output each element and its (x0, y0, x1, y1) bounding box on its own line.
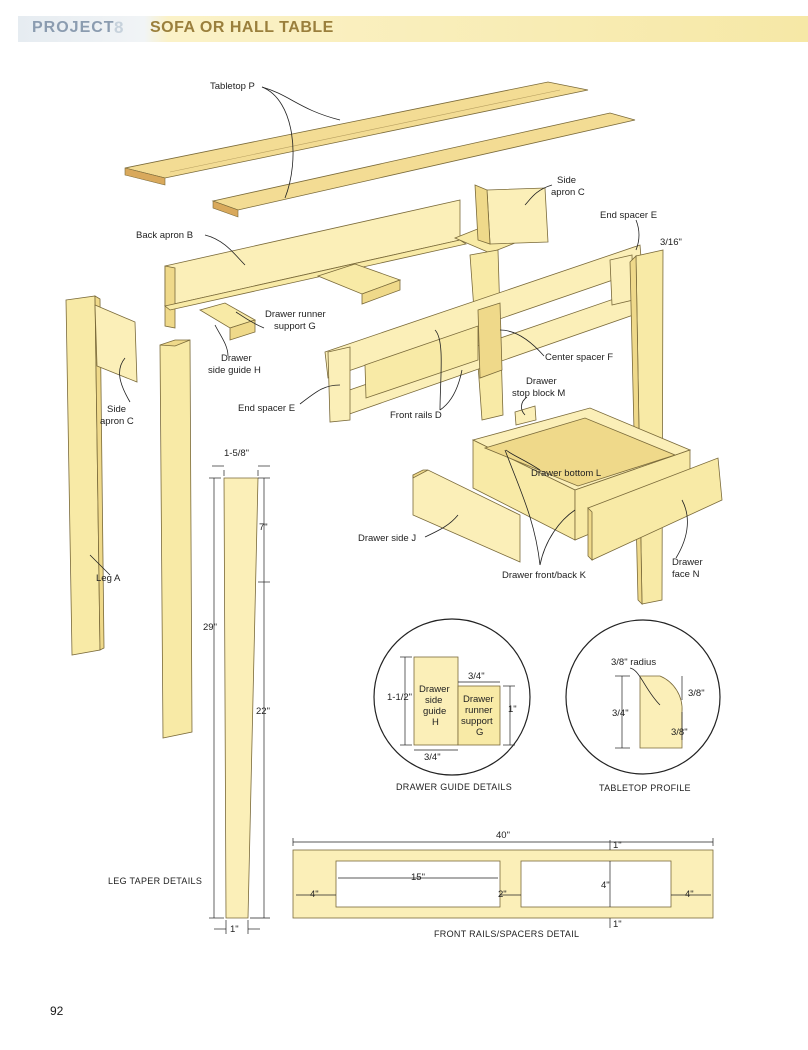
drawer-guide-caption: DRAWER GUIDE DETAILS (396, 782, 512, 792)
back-apron (164, 199, 468, 329)
label-side-apron-c-left-1: Side (107, 404, 126, 415)
side-apron-back (474, 184, 549, 245)
label-side-apron-c-top-2: apron C (551, 187, 585, 198)
label-side-apron-c-top-1: Side (557, 175, 576, 186)
label-center-spacer: Center spacer F (545, 352, 613, 363)
label-drawer-front-back: Drawer front/back K (502, 570, 587, 581)
runner-g-label-3: support (461, 716, 493, 727)
label-drawer-bottom: Drawer bottom L (531, 468, 601, 479)
dim-end-spacer-left: 4" (310, 889, 319, 900)
back-left-leg (159, 339, 193, 739)
dim-rail-length: 40" (496, 830, 510, 841)
side-apron-left (94, 304, 138, 383)
label-dim-3-16: 3/16" (660, 237, 682, 248)
dim-profile-radius-h: 3/8" (688, 688, 705, 699)
label-end-spacer-bottom: End spacer E (238, 403, 295, 414)
front-rails-caption: FRONT RAILS/SPACERS DETAIL (434, 929, 579, 939)
dim-leg-bottom-width: 1" (230, 924, 239, 935)
label-tabletop: Tabletop P (210, 81, 255, 92)
dim-end-spacer-right: 4" (685, 889, 694, 900)
runner-g-label-2: runner (465, 705, 492, 716)
page-number: 92 (50, 1004, 64, 1018)
dim-leg-taper-length: 22" (256, 706, 270, 717)
leg-taper-detail: 1-5/8" 29" 7" 22" 1" LEG TAPER DETAILS (108, 448, 270, 935)
dim-opening-width: 15" (411, 872, 425, 883)
dim-profile-radius: 3/8" radius (611, 657, 656, 668)
dim-runner-height: 1" (508, 704, 517, 715)
dim-center-spacer: 2" (498, 889, 507, 900)
front-frame (324, 244, 643, 423)
front-rails-detail: 40" 1" 4" 1" 4" 15" 2" 4" FRONT RAILS/SP… (292, 830, 714, 939)
assembly-labels: Tabletop P Side apron C End spacer E 3/1… (96, 81, 703, 584)
drawer-guide-runner (198, 302, 256, 341)
label-drawer-guide-2: side guide H (208, 365, 261, 376)
guide-h-label-4: H (432, 717, 439, 728)
label-side-apron-c-left-2: apron C (100, 416, 134, 427)
label-leg: Leg A (96, 573, 121, 584)
dim-rail-top: 1" (613, 840, 622, 851)
leader-lines (89, 86, 688, 576)
project-title: SOFA OR HALL TABLE (150, 19, 334, 36)
tabletop-profile-caption: TABLETOP PROFILE (599, 783, 691, 793)
dim-runner-width: 3/4" (468, 671, 485, 682)
label-drawer-face-1: Drawer (672, 557, 703, 568)
dim-leg-length: 29" (203, 622, 217, 633)
label-drawer-runner-2: support G (274, 321, 316, 332)
tabletop-boards (124, 81, 636, 218)
label-drawer-guide-1: Drawer (221, 353, 252, 364)
guide-h-label-2: side (425, 695, 442, 706)
dim-leg-top-width: 1-5/8" (224, 448, 249, 459)
leg-taper-caption: LEG TAPER DETAILS (108, 876, 202, 886)
label-drawer-stop-1: Drawer (526, 376, 557, 387)
label-back-apron: Back apron B (136, 230, 193, 241)
label-drawer-stop-2: stop block M (512, 388, 565, 399)
tabletop-profile-detail: 3/4" 3/8" 3/8" 3/8" radius TABLETOP PROF… (565, 619, 721, 793)
label-drawer-side: Drawer side J (358, 533, 416, 544)
dim-profile-radius-v: 3/8" (671, 727, 688, 738)
project-label: PROJECT (32, 19, 115, 36)
dim-opening-height: 4" (601, 880, 610, 891)
dim-rail-bottom: 1" (613, 919, 622, 930)
runner-g-label-1: Drawer (463, 694, 494, 705)
label-end-spacer-top: End spacer E (600, 210, 657, 221)
dim-guide-height: 1-1/2" (387, 692, 412, 703)
dim-profile-thickness: 3/4" (612, 708, 629, 719)
guide-h-label-1: Drawer (419, 684, 450, 695)
guide-h-label-3: guide (423, 706, 446, 717)
project-number: 8 (114, 18, 124, 37)
label-drawer-runner-1: Drawer runner (265, 309, 326, 320)
dim-guide-width: 3/4" (424, 752, 441, 763)
dim-leg-taper-start: 7" (259, 522, 268, 533)
front-left-leg (65, 295, 105, 656)
label-front-rails: Front rails D (390, 410, 442, 421)
page-header: PROJECT 8 SOFA OR HALL TABLE (18, 16, 808, 42)
label-drawer-face-2: face N (672, 569, 700, 580)
drawer-face-panel (587, 457, 723, 561)
drawer-side-panel (412, 469, 521, 563)
runner-g-label-4: G (476, 727, 483, 738)
drawer-guide-detail: 1-1/2" 3/4" 1" 3/4" Drawer side guide H … (373, 618, 531, 792)
